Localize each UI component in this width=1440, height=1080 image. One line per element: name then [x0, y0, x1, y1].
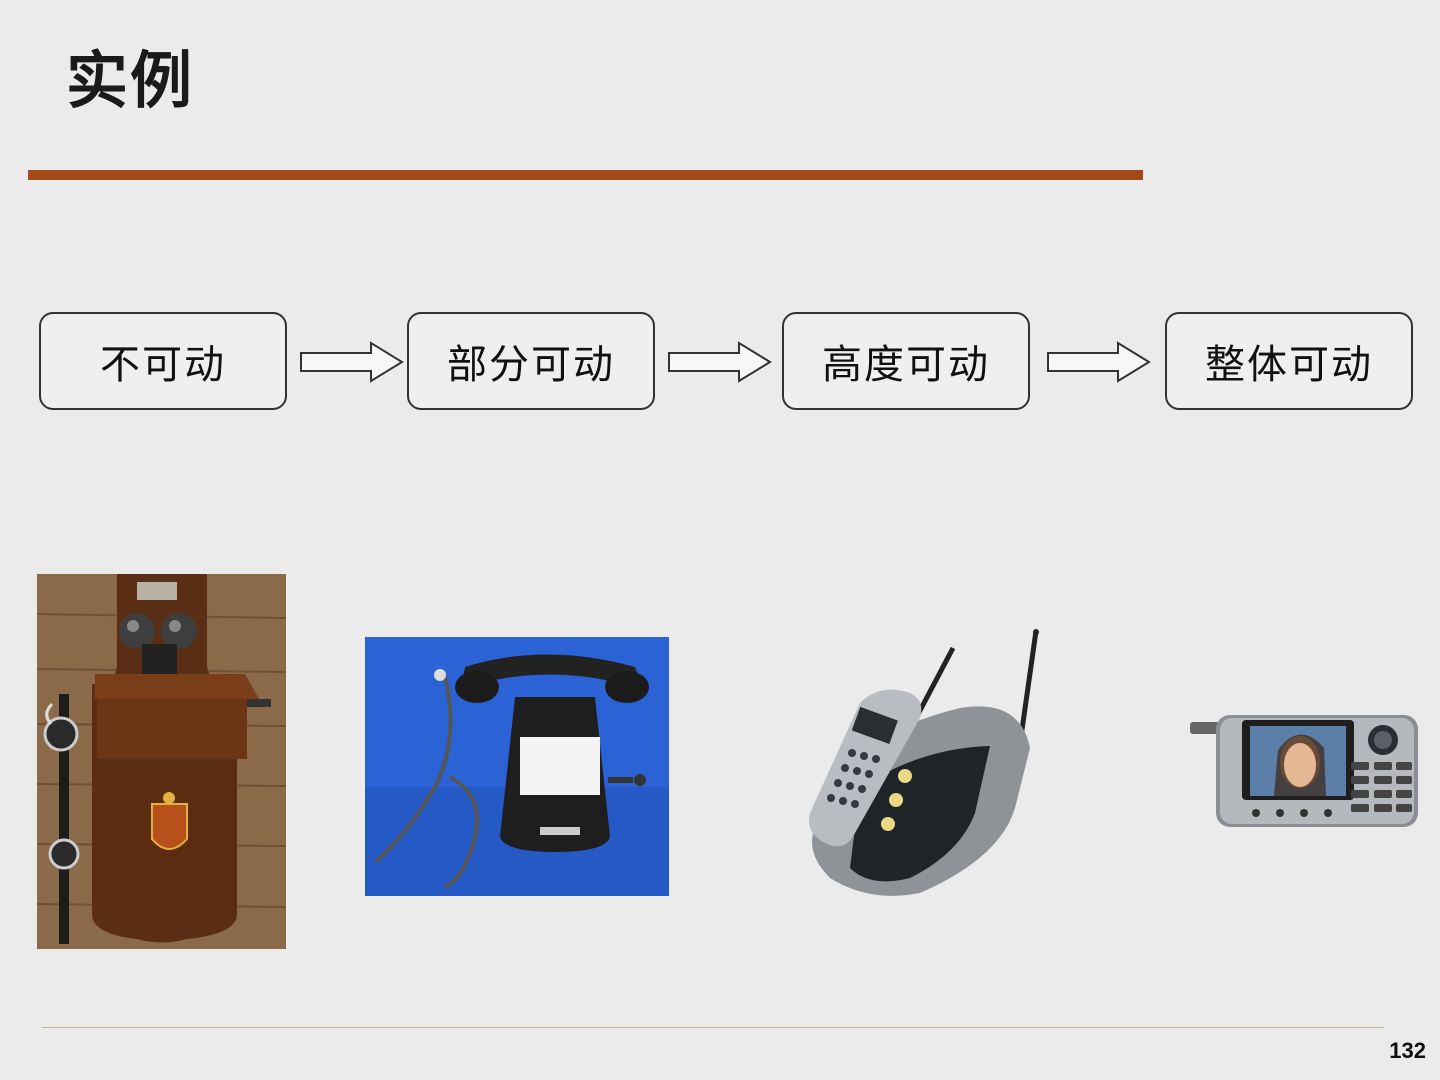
- right-arrow-icon: [668, 341, 772, 383]
- right-arrow-icon: [1047, 341, 1151, 383]
- page-number: 132: [1389, 1038, 1426, 1063]
- footer-rule: [42, 1027, 1384, 1028]
- mobile-phone-photo: [1188, 710, 1420, 830]
- cordless-telephone-photo: [800, 628, 1048, 898]
- right-arrow-icon: [300, 341, 404, 383]
- stage-box-fixed: 不可动: [39, 312, 287, 410]
- title-underline: [28, 170, 1143, 180]
- stage-box-whole: 整体可动: [1165, 312, 1413, 410]
- stage-box-partial: 部分可动: [407, 312, 655, 410]
- wall-crank-telephone-photo: [37, 574, 286, 949]
- slide-title: 实例: [66, 44, 195, 117]
- stage-box-high: 高度可动: [782, 312, 1030, 410]
- desk-rotary-telephone-photo: [365, 637, 669, 896]
